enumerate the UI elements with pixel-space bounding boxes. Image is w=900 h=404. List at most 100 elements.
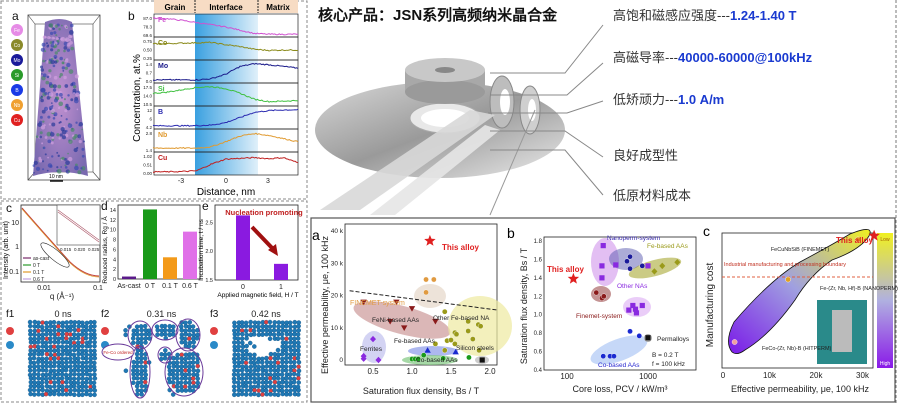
- atom: [68, 372, 73, 378]
- element-marker: [11, 24, 23, 36]
- atom: [52, 328, 57, 333]
- atom: [256, 320, 261, 326]
- atom: [179, 388, 185, 393]
- atom: [48, 379, 53, 385]
- point-co-based-aas: [600, 353, 607, 359]
- atom-speck: [53, 98, 59, 103]
- sim-time: 0 ns: [54, 309, 72, 319]
- atom: [135, 332, 140, 337]
- atom: [64, 392, 69, 397]
- atom-speck: [42, 59, 46, 63]
- atom: [43, 340, 49, 346]
- atom-speck: [57, 84, 62, 89]
- atom: [268, 360, 273, 365]
- atom: [255, 383, 261, 389]
- interface-band: [195, 14, 258, 175]
- element-marker: [11, 54, 23, 66]
- atom-speck: [46, 169, 49, 172]
- atom: [292, 360, 297, 365]
- atom: [55, 372, 61, 377]
- atom-speck: [73, 98, 79, 104]
- tick-label: 2: [113, 267, 116, 273]
- element-name: Nb: [158, 132, 167, 139]
- atom-speck: [43, 50, 47, 53]
- atom: [56, 331, 61, 337]
- boundary-label: Industrial manufacturing and processing …: [724, 262, 846, 268]
- atom: [284, 355, 289, 361]
- atom: [232, 364, 238, 369]
- atom: [142, 368, 148, 374]
- atom: [292, 319, 298, 325]
- y-axis-label: Manufacturing cost: [705, 263, 716, 348]
- tick-label: 2.0: [484, 367, 496, 376]
- atom: [287, 391, 293, 397]
- atom: [235, 331, 241, 337]
- profile-line-b: [152, 108, 299, 127]
- atom-speck: [63, 75, 67, 80]
- this-alloy-label: This alloy: [836, 236, 873, 245]
- atom-speck: [41, 42, 46, 47]
- atom: [183, 360, 189, 366]
- atom: [179, 356, 184, 361]
- atom: [143, 364, 148, 369]
- fe-atom-legend-icon: [6, 341, 14, 349]
- atom: [291, 379, 297, 385]
- tick-label: 0.25: [143, 56, 152, 61]
- atom: [28, 332, 33, 337]
- atom: [131, 371, 136, 377]
- tick-label: 1.5: [445, 367, 457, 376]
- element-name: B: [158, 109, 163, 116]
- tick-label: 20 k: [331, 293, 344, 300]
- atom: [138, 359, 144, 365]
- atom: [52, 360, 57, 365]
- condition-f: f = 100 kHz: [652, 361, 685, 368]
- atom: [64, 379, 69, 385]
- legend-label: 0 T: [33, 263, 40, 269]
- atom: [84, 380, 89, 385]
- atom: [40, 336, 46, 341]
- atom: [280, 351, 285, 357]
- atom-speck: [51, 155, 54, 158]
- atom-speck: [51, 122, 56, 127]
- atom: [36, 332, 41, 338]
- y-axis-label: Reduced radius, Rg / Å: [100, 216, 109, 284]
- atom: [79, 332, 85, 337]
- atom: [271, 375, 277, 381]
- tick-label: 0.51: [143, 163, 152, 168]
- atom-speck: [65, 118, 68, 121]
- atom-speck: [47, 156, 49, 159]
- atom: [138, 324, 144, 329]
- atom: [275, 392, 281, 398]
- atom-speck: [45, 42, 49, 45]
- ribbon-rolls-photo: [315, 58, 565, 216]
- atom: [56, 379, 61, 385]
- atom: [264, 359, 270, 365]
- atom-speck: [72, 88, 77, 93]
- atom: [52, 384, 57, 389]
- atom: [72, 371, 77, 377]
- atom: [80, 372, 86, 377]
- tick-label: 6: [149, 117, 152, 122]
- atom: [267, 380, 273, 385]
- atom-speck: [46, 96, 51, 100]
- atom: [291, 371, 297, 377]
- atom-speck: [49, 58, 52, 62]
- atom: [40, 376, 45, 381]
- point-finemet-system: [423, 289, 429, 296]
- atom-speck: [44, 136, 48, 139]
- element-label: Cu: [14, 118, 21, 124]
- point-fe-based-aas: [452, 348, 459, 355]
- feature-label: 良好成型性: [613, 148, 678, 163]
- atom: [32, 383, 37, 389]
- atom: [251, 332, 257, 337]
- atom: [68, 319, 74, 325]
- atom: [272, 384, 277, 389]
- atom: [288, 336, 293, 341]
- atom-speck: [81, 147, 85, 151]
- inset-xtick: 0.020: [74, 247, 86, 252]
- cluster-outline: [164, 347, 204, 397]
- point-feni-based-aas: [408, 306, 416, 312]
- point-this-alloy: [567, 272, 580, 284]
